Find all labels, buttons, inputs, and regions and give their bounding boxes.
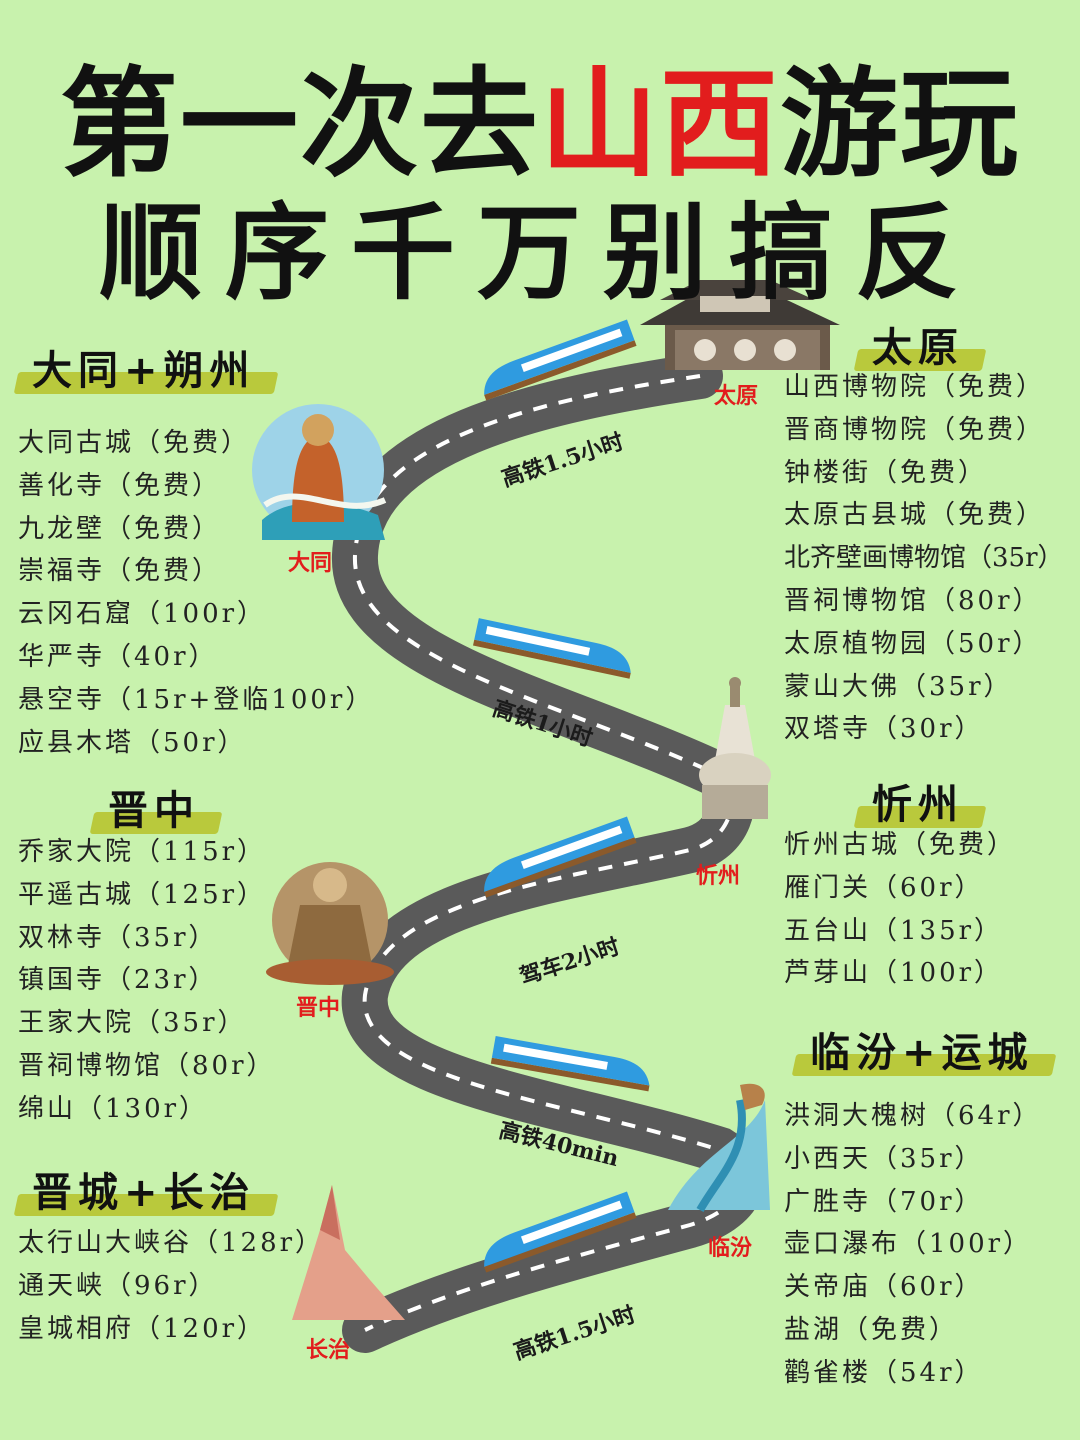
list-item: 双塔寺（30r） bbox=[784, 714, 984, 745]
list-item: 镇国寺（23r） bbox=[18, 965, 218, 996]
list-item: 北齐壁画博物馆（35r） bbox=[784, 543, 1064, 574]
list-item: 晋祠博物馆（80r） bbox=[18, 1050, 276, 1081]
list-item: 通天峡（96r） bbox=[18, 1270, 218, 1301]
list-item: 山西博物院（免费） bbox=[784, 372, 1046, 402]
train-icon bbox=[484, 816, 637, 898]
page-title: 第一次去山西游玩 bbox=[0, 28, 1080, 199]
list-item: 小西天（35r） bbox=[784, 1143, 984, 1174]
list-item: 九龙壁（免费） bbox=[18, 513, 222, 544]
title-part2: 游玩 bbox=[780, 55, 1021, 193]
list-item: 善化寺（免费） bbox=[18, 470, 222, 501]
attraction-list-xinzhou: 忻州古城（免费） 雁门关（60r） 五台山（135r） 芦芽山（100r） bbox=[784, 824, 1016, 995]
list-item: 晋商博物院（免费） bbox=[784, 414, 1046, 445]
train-icon bbox=[484, 319, 637, 401]
list-item: 云冈石窟（100r） bbox=[18, 599, 267, 630]
train-icon bbox=[484, 1191, 637, 1273]
pagoda-icon bbox=[699, 677, 771, 819]
attraction-list-taiyuan: 山西博物院（免费） 晋商博物院（免费） 钟楼街（免费） 太原古县城（免费） 北齐… bbox=[784, 366, 1064, 751]
list-item: 乔家大院（115r） bbox=[18, 837, 267, 867]
list-item: 洪洞大槐树（64r） bbox=[784, 1101, 1042, 1131]
list-item: 五台山（135r） bbox=[784, 915, 1004, 946]
list-item: 双林寺（35r） bbox=[18, 922, 218, 953]
page-subtitle: 顺序千万别搞反 bbox=[98, 192, 981, 314]
attraction-list-jinzhong: 乔家大院（115r） 平遥古城（125r） 双林寺（35r） 镇国寺（23r） … bbox=[18, 831, 276, 1131]
region-heading-taiyuan: 太原 bbox=[862, 315, 974, 373]
region-heading-jinzhong: 晋中 bbox=[98, 778, 210, 836]
region-heading-jincheng: 晋城+长治 bbox=[22, 1160, 266, 1218]
list-item: 忻州古城（免费） bbox=[784, 830, 1017, 860]
region-heading-datong: 大同+朔州 bbox=[22, 338, 266, 396]
list-item: 盐湖（免费） bbox=[784, 1314, 959, 1345]
temple-icon bbox=[640, 280, 840, 370]
list-item: 绵山（130r） bbox=[18, 1093, 209, 1124]
attraction-list-jincheng: 太行山大峡谷（128r） 通天峡（96r） 皇城相府（120r） bbox=[18, 1222, 324, 1350]
region-heading-xinzhou: 忻州 bbox=[862, 772, 974, 830]
station-label-datong: 大同 bbox=[288, 551, 333, 576]
list-item: 晋祠博物馆（80r） bbox=[784, 585, 1042, 616]
station-label-linfen: 临汾 bbox=[708, 1236, 753, 1261]
list-item: 王家大院（35r） bbox=[18, 1008, 247, 1039]
title-accent: 山西 bbox=[539, 55, 780, 193]
station-label-changzhi: 长治 bbox=[306, 1338, 351, 1363]
list-item: 应县木塔（50r） bbox=[18, 727, 247, 758]
attraction-list-linfen: 洪洞大槐树（64r） 小西天（35r） 广胜寺（70r） 壶口瀑布（100r） … bbox=[784, 1095, 1042, 1395]
list-item: 皇城相府（120r） bbox=[18, 1313, 267, 1344]
station-label-xinzhou: 忻州 bbox=[696, 864, 741, 889]
list-item: 蒙山大佛（35r） bbox=[784, 671, 1013, 702]
title-part1: 第一次去 bbox=[59, 55, 540, 193]
list-item: 钟楼街（免费） bbox=[784, 457, 988, 488]
guanyin-icon bbox=[266, 862, 394, 985]
list-item: 平遥古城（125r） bbox=[18, 879, 267, 910]
list-item: 崇福寺（免费） bbox=[18, 556, 222, 587]
list-item: 壶口瀑布（100r） bbox=[784, 1229, 1033, 1260]
station-label-taiyuan: 太原 bbox=[714, 384, 759, 409]
region-heading-linfen: 临汾+运城 bbox=[800, 1020, 1044, 1078]
list-item: 太原植物园（50r） bbox=[784, 628, 1042, 659]
list-item: 关帝庙（60r） bbox=[784, 1272, 984, 1303]
list-item: 芦芽山（100r） bbox=[784, 958, 1004, 989]
station-label-jinzhong: 晋中 bbox=[296, 996, 341, 1021]
list-item: 悬空寺（15r+登临100r） bbox=[18, 684, 375, 715]
list-item: 华严寺（40r） bbox=[18, 641, 218, 672]
attraction-list-datong: 大同古城（免费） 善化寺（免费） 九龙壁（免费） 崇福寺（免费） 云冈石窟（10… bbox=[18, 422, 374, 764]
list-item: 广胜寺（70r） bbox=[784, 1186, 984, 1217]
buddha-icon bbox=[252, 404, 387, 540]
list-item: 雁门关（60r） bbox=[784, 872, 984, 903]
list-item: 大同古城（免费） bbox=[18, 428, 251, 458]
list-item: 太行山大峡谷（128r） bbox=[18, 1228, 325, 1258]
train-icon bbox=[490, 1036, 650, 1092]
waterfall-icon bbox=[668, 1083, 770, 1212]
list-item: 太原古县城（免费） bbox=[784, 500, 1046, 531]
mountain-icon bbox=[292, 1185, 405, 1320]
train-icon bbox=[473, 618, 631, 679]
list-item: 鹳雀楼（54r） bbox=[784, 1357, 984, 1388]
road-center-dashes bbox=[352, 374, 744, 1332]
